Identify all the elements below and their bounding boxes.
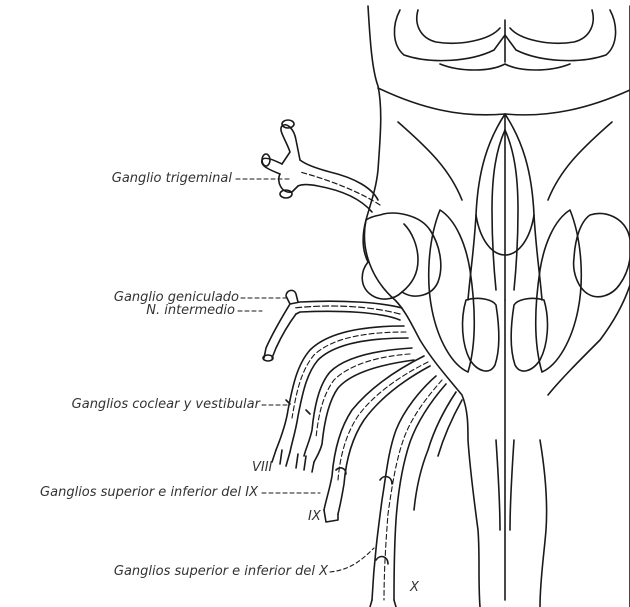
vestibulocochlear-nerve	[272, 326, 414, 472]
leader-lines	[236, 179, 374, 572]
vagus-nerve	[370, 376, 462, 607]
label-n-intermedio: N. intermedio	[146, 303, 235, 319]
label-ganglios-coclear-vestibular: Ganglios coclear y vestibular	[72, 397, 260, 413]
medulla-structures	[429, 114, 582, 600]
label-ix: IX	[308, 509, 321, 525]
brainstem-outline	[364, 6, 630, 607]
leader-x-ganglia	[330, 548, 374, 572]
label-ganglios-x: Ganglios superior e inferior del X	[114, 564, 328, 580]
label-ganglios-ix: Ganglios superior e inferior del IX	[40, 485, 258, 501]
trigeminal-nerve	[262, 120, 380, 212]
label-viii: VIII	[252, 460, 272, 476]
glossopharyngeal-nerve	[324, 356, 430, 522]
pons	[378, 88, 630, 200]
label-ganglio-trigeminal: Ganglio trigeminal	[112, 171, 232, 187]
label-x: X	[410, 580, 419, 596]
colliculi	[394, 10, 615, 70]
